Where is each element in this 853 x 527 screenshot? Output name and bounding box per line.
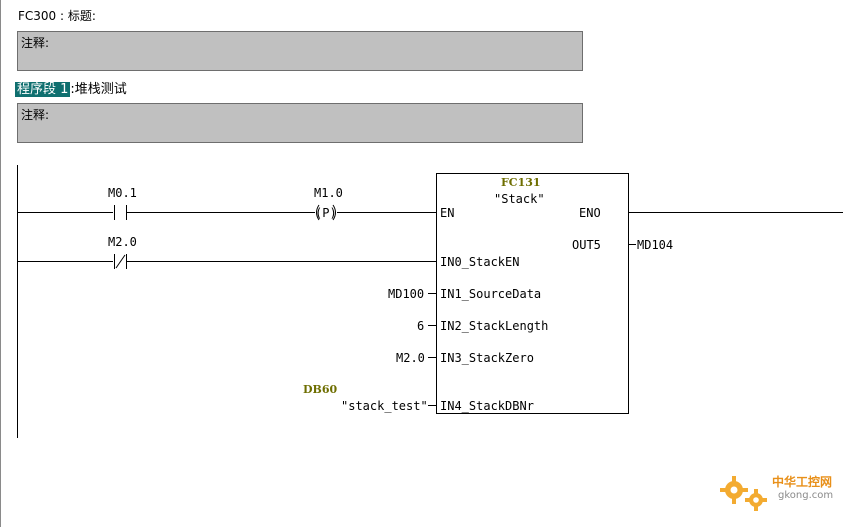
pin-in4: IN4_StackDBNr (440, 399, 534, 413)
pin-out5: OUT5 (572, 238, 601, 252)
network-comment-label: 注释: (21, 108, 50, 122)
contact-no-m0-1[interactable] (114, 205, 127, 220)
pcoil-address[interactable]: M1.0 (314, 186, 343, 200)
block-title[interactable]: FC300 : 标题: (18, 9, 96, 23)
network-title: :堆栈测试 (70, 82, 127, 97)
watermark-url: gkong.com (778, 490, 834, 501)
network-comment-box[interactable]: 注释: (17, 103, 583, 143)
network-title-row[interactable]: 程序段 1:堆栈测试 (15, 78, 127, 97)
watermark: 中华工控网 gkong.com (716, 468, 846, 520)
contact1-address[interactable]: M0.1 (108, 186, 137, 200)
watermark-text: 中华工控网 (772, 475, 833, 489)
contact-nc-m2-0[interactable] (114, 254, 127, 269)
in1-operand[interactable]: MD100 (388, 287, 425, 301)
fb-number: FC131 (501, 176, 541, 189)
gear-icon (720, 476, 767, 511)
pcoil-symbol: (P) (315, 206, 337, 220)
pin-in2: IN2_StackLength (440, 319, 549, 333)
pin-in3: IN3_StackZero (440, 351, 534, 365)
out5-operand[interactable]: MD104 (637, 238, 674, 252)
pin-en: EN (440, 206, 455, 220)
pin-in1: IN1_SourceData (440, 287, 542, 301)
pin-in0: IN0_StackEN (440, 255, 520, 269)
in4-operand[interactable]: "stack_test" (341, 399, 428, 413)
p-coil-m1-0[interactable] (316, 204, 336, 221)
editor-left-border (0, 0, 1, 527)
fb-symbol-name: "Stack" (494, 192, 545, 206)
pin-eno: ENO (579, 206, 601, 220)
in2-operand[interactable]: 6 (417, 319, 425, 333)
network-tag: 程序段 1 (15, 82, 71, 97)
contact2-address[interactable]: M2.0 (108, 235, 137, 249)
in3-operand[interactable]: M2.0 (396, 351, 425, 365)
block-comment-label: 注释: (21, 36, 50, 50)
in4-db-label: DB60 (303, 383, 338, 396)
block-comment-box[interactable]: 注释: (17, 31, 583, 71)
